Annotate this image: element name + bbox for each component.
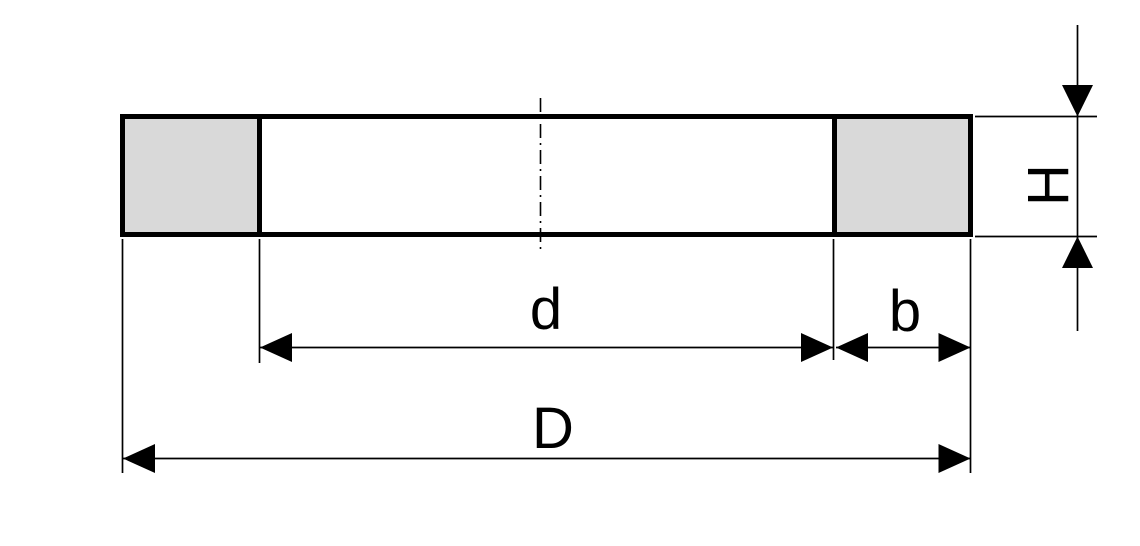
dimension-label-d: d	[530, 277, 562, 342]
dimension-ring-width: b	[836, 279, 971, 362]
dimension-inner-diameter: d	[260, 277, 833, 362]
left-section-fill	[120, 114, 262, 237]
arrowhead-b-right	[938, 333, 971, 362]
dimension-label-H: H	[1016, 164, 1081, 206]
arrowhead-b-left	[836, 333, 868, 362]
right-section-fill	[832, 114, 973, 237]
dimension-height: H	[1016, 25, 1093, 331]
part-cross-section	[120, 114, 973, 237]
arrowhead-H-top	[1062, 85, 1093, 117]
arrowhead-d-left	[260, 333, 292, 362]
dimension-outer-diameter: D	[123, 396, 971, 473]
arrowhead-H-bottom	[1062, 236, 1093, 268]
arrowhead-d-right	[801, 333, 833, 362]
arrowhead-D-right	[938, 444, 971, 473]
arrowhead-D-left	[123, 444, 155, 473]
dimension-label-b: b	[889, 279, 921, 344]
dimension-label-D: D	[532, 396, 574, 461]
